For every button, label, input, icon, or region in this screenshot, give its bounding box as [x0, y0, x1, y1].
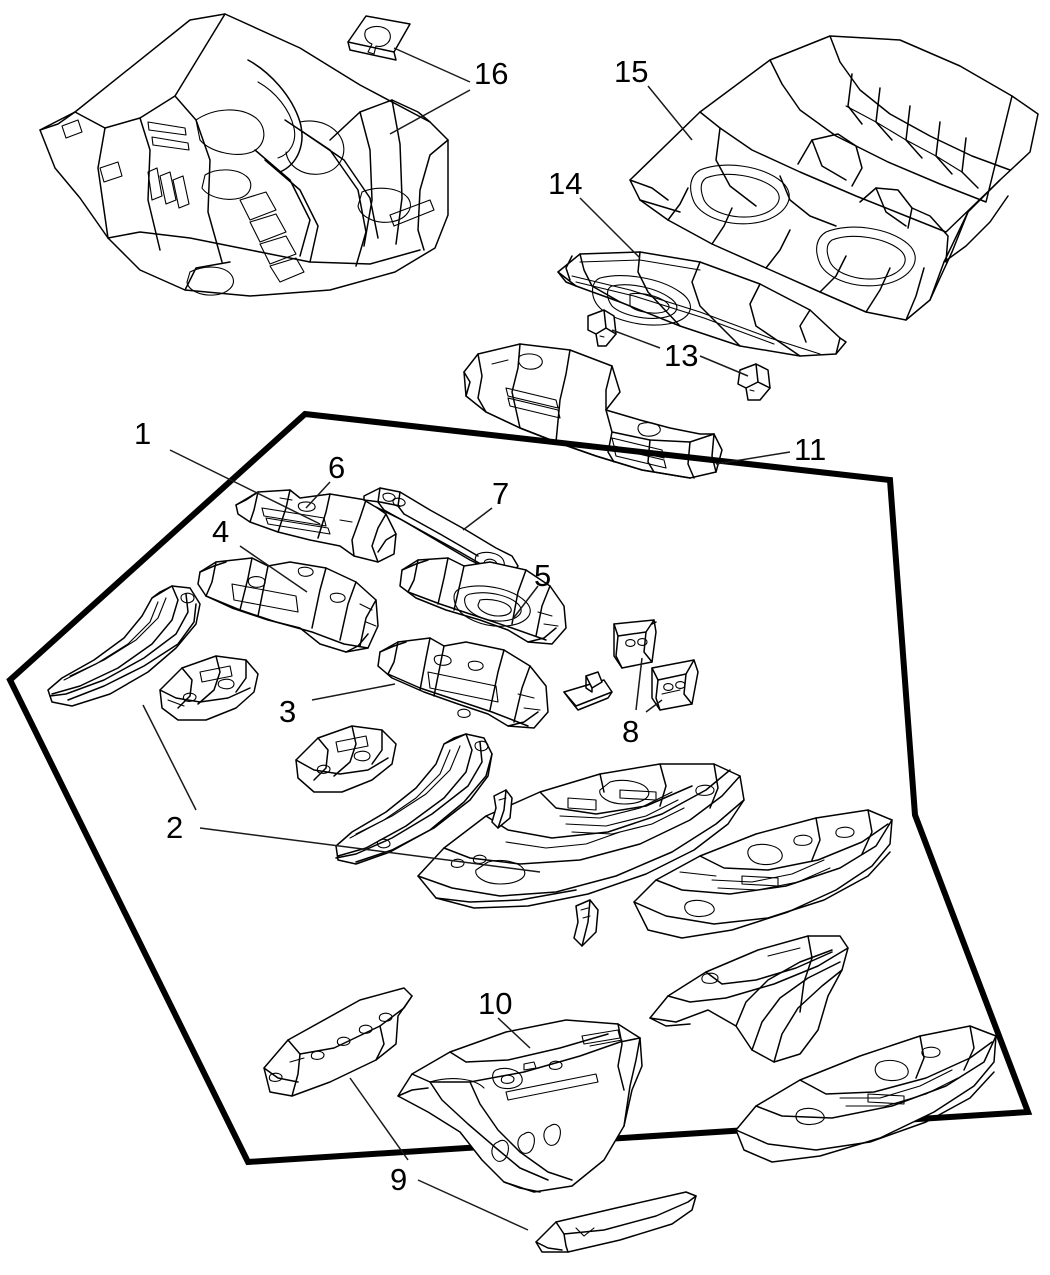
callout-label-8: 8 [622, 714, 640, 749]
part-mount-bracket-lower-8 [651, 659, 699, 711]
callout-label-16: 16 [474, 56, 509, 91]
callout-label-11: 11 [794, 432, 827, 467]
leader-lines [142, 47, 791, 1231]
part-front-rail-right-2 [335, 733, 493, 865]
part-clip-upper [491, 789, 513, 829]
callout-label-10: 10 [478, 986, 513, 1021]
part-clip-lower [573, 899, 599, 947]
part-mount-plate [563, 671, 613, 711]
part-rear-seat-crossmember [463, 343, 723, 479]
part-rail-bracket-left [159, 655, 259, 721]
part-floor-pan-center [417, 763, 745, 909]
callout-label-13: 13 [664, 338, 699, 373]
group-outline-hexagon [6, 410, 1033, 1166]
part-rail-bracket-center [295, 725, 397, 793]
part-rear-crossmember-panel [629, 35, 1039, 321]
part-bracket-upper-13 [587, 309, 617, 347]
part-floor-pan-left-10 [397, 1019, 643, 1193]
part-floor-side-extension-9 [263, 987, 413, 1097]
part-rear-floor-pan-assembly [39, 13, 449, 297]
callout-label-5: 5 [534, 558, 552, 593]
callout-label-15: 15 [614, 54, 649, 89]
callout-label-6: 6 [328, 450, 346, 485]
callout-label-4: 4 [212, 514, 230, 549]
callout-label-14: 14 [548, 166, 583, 201]
part-rear-floor-plug [347, 15, 411, 61]
callout-label-9: 9 [390, 1162, 408, 1197]
part-side-rail-upper-right [649, 935, 849, 1063]
part-mount-bracket-upper-8 [613, 619, 657, 669]
part-tie-bar-7 [363, 487, 519, 575]
part-front-rail-left-2 [47, 585, 201, 707]
part-sill-reinforcement-right-3 [377, 637, 549, 729]
part-center-tunnel-reinforcement [557, 251, 847, 357]
part-floor-pan-lower-right [735, 1025, 997, 1163]
part-bracket-lower-13 [737, 363, 771, 401]
part-sill-reinforcement-left-4 [197, 557, 379, 653]
part-rocker-sill-bottom [535, 1191, 697, 1253]
part-crossmember-left-6 [235, 489, 397, 563]
callout-label-2: 2 [166, 810, 184, 845]
part-floor-pan-right [633, 809, 893, 939]
callout-label-1: 1 [134, 416, 152, 451]
part-crossmember-right-5 [399, 557, 567, 645]
callout-label-7: 7 [492, 476, 510, 511]
callout-label-3: 3 [279, 694, 297, 729]
